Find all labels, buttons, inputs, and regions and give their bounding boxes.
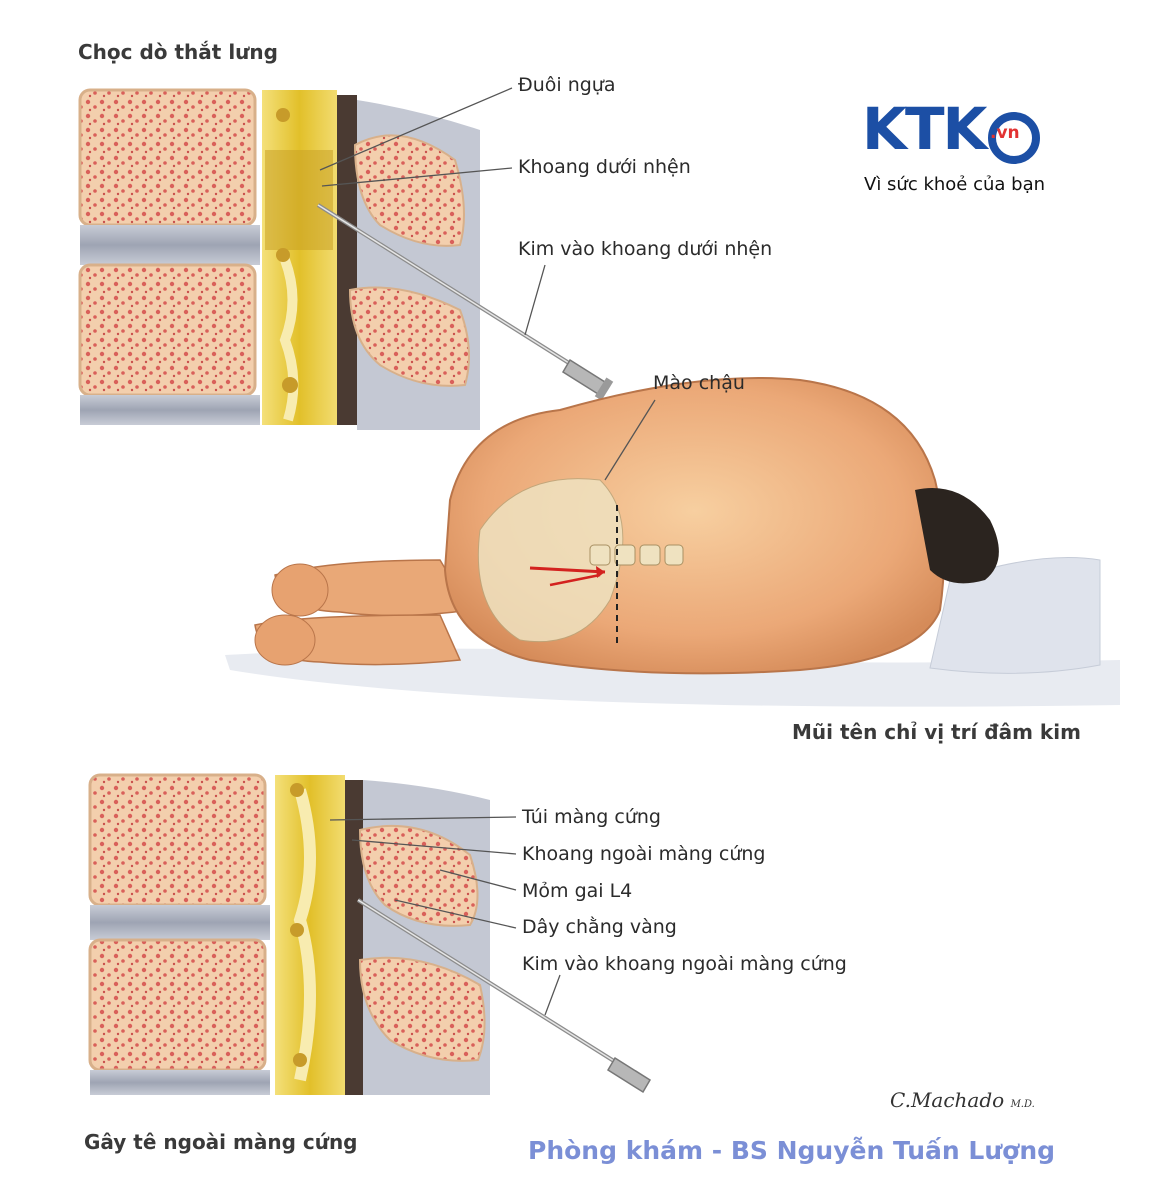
artist-signature: C.Machado M.D. — [890, 1088, 1035, 1112]
epidural-title: Gây tê ngoài màng cứng — [84, 1130, 358, 1154]
lumbar-puncture-title: Chọc dò thắt lưng — [78, 40, 278, 64]
label-spinous-process-l4: Mỏm gai L4 — [522, 880, 633, 902]
ktk-logo: KTK .vn Vì sức khoẻ của bạn — [862, 100, 1052, 200]
intervertebral-disc — [90, 905, 270, 940]
label-iliac-crest: Mào chậu — [653, 372, 745, 394]
vertebral-body — [78, 88, 257, 227]
label-cauda-equina: Đuôi ngựa — [518, 74, 616, 96]
label-needle-subarachnoid: Kim vào khoang dưới nhện — [518, 238, 773, 260]
vertebral-body — [88, 773, 267, 907]
epidural-section — [88, 773, 652, 1095]
patient-figure — [225, 377, 1120, 707]
label-needle-epidural: Kim vào khoang ngoài màng cứng — [522, 953, 847, 975]
spinous-process — [358, 824, 479, 927]
logo-domain: .vn — [990, 123, 1020, 143]
logo-ring-icon — [988, 112, 1040, 164]
lumbar-puncture-section — [78, 87, 614, 430]
spinous-process — [358, 956, 486, 1062]
patient-head — [915, 488, 999, 584]
logo-slogan: Vì sức khoẻ của bạn — [864, 174, 1046, 195]
pelvis — [477, 478, 624, 643]
clinic-footer: Phòng khám - BS Nguyễn Tuấn Lượng — [528, 1136, 1056, 1165]
needle-site-arrow — [529, 566, 606, 574]
vertebral-body — [88, 938, 267, 1072]
intervertebral-disc — [80, 225, 260, 265]
label-ligamentum-flavum: Dây chằng vàng — [522, 916, 677, 938]
spinal-canal — [262, 90, 337, 425]
spinous-process — [348, 286, 470, 387]
label-subarachnoid-space: Khoang dưới nhện — [518, 156, 691, 178]
vertebral-body — [78, 263, 257, 397]
pillow — [929, 557, 1101, 674]
label-dural-sac: Túi màng cứng — [522, 806, 661, 828]
logo-brand: KTK — [862, 95, 987, 163]
lumbar-vertebrae — [589, 544, 684, 566]
spinous-process — [353, 134, 465, 247]
needle-site-caption: Mũi tên chỉ vị trí đâm kim — [792, 720, 1081, 744]
label-epidural-space: Khoang ngoài màng cứng — [522, 843, 766, 865]
bed-sheet — [225, 648, 1120, 707]
